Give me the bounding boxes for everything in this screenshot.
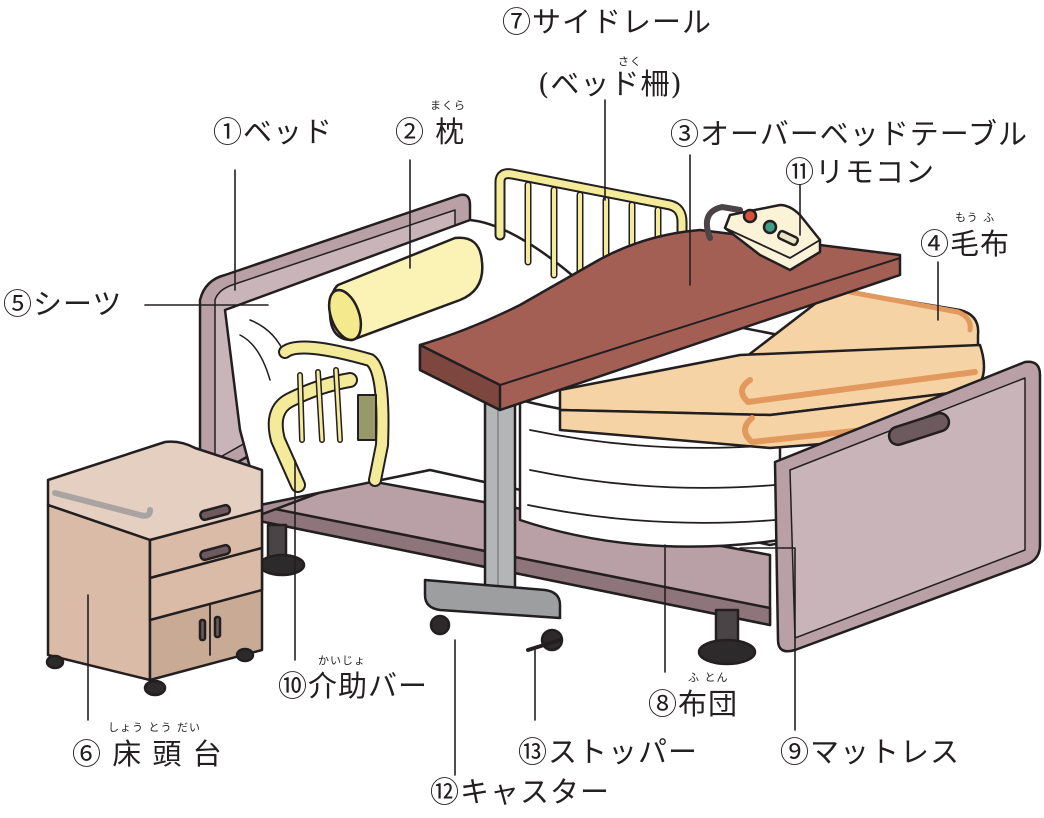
bedside-cabinet — [45, 440, 264, 697]
label-side-rail-sub: (ベッド柵) — [538, 67, 683, 101]
label-sheet: ⑤シーツ — [3, 287, 123, 321]
label-stopper: ⑬ストッパー — [518, 735, 699, 769]
leader-mattress — [739, 547, 796, 731]
leader-lines — [87, 99, 939, 776]
blanket-stack — [558, 288, 986, 450]
footboard — [773, 360, 1042, 653]
label-side-rail: ⑦サイドレール — [502, 5, 713, 39]
ruby-futon: ふ とん — [688, 671, 729, 684]
ruby-side-rail: さく — [618, 55, 642, 68]
pillow-shape — [327, 236, 484, 342]
label-futon: ⑧布団 — [648, 687, 739, 721]
label-bedside-table: ⑥ 床 頭 台 — [72, 737, 223, 771]
ruby-pillow: まくら — [430, 99, 466, 112]
ruby-bedside-table: しょう とう だい — [108, 721, 201, 734]
overbed-table — [418, 204, 902, 652]
assist-bar — [267, 340, 390, 493]
bed-legs — [258, 523, 757, 666]
label-table: ③オーバーベッドテーブル — [670, 117, 1028, 151]
label-caster: ⑫キャスター — [430, 775, 611, 809]
label-pillow: ② 枕 — [395, 115, 466, 149]
ruby-blanket: もう ふ — [955, 211, 996, 224]
remote-control — [723, 203, 822, 272]
label-mattress: ⑨マットレス — [780, 735, 961, 769]
label-remote: ⑪リモコン — [785, 155, 936, 189]
label-blanket: ④毛布 — [920, 227, 1011, 261]
label-bed: ①ベッド — [213, 115, 334, 149]
ruby-assist-bar: かいじょ — [318, 654, 366, 667]
label-assist-bar: ⑩介助バー — [278, 669, 429, 703]
